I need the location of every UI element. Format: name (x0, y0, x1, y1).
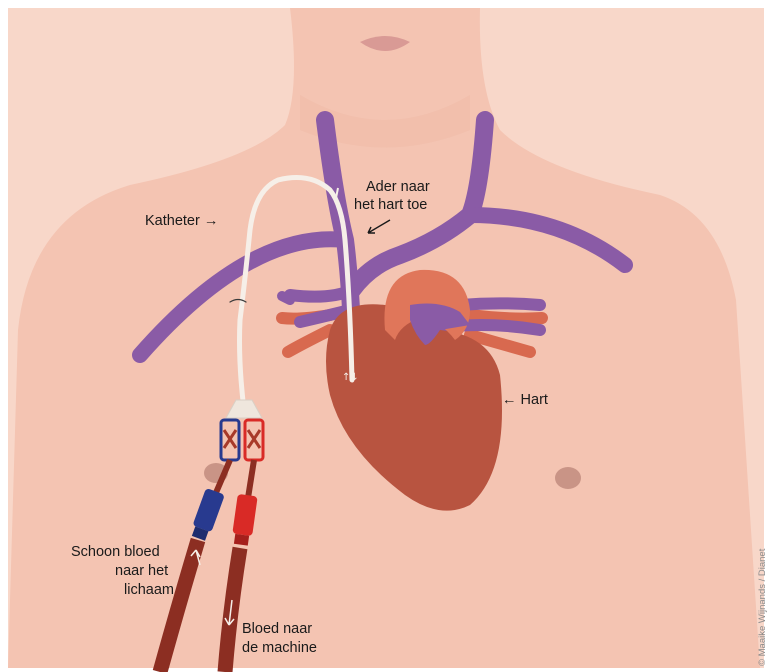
heart-label: ← Hart (502, 391, 548, 409)
credit-text: © Maaike Wijnands / Dianet (757, 549, 768, 666)
right-nipple (555, 467, 581, 489)
to-machine-line2: de machine (242, 639, 317, 657)
catheter-label: Katheter → (145, 212, 218, 230)
to-machine-line1: Bloed naar (242, 620, 312, 638)
vein-label-line2: het hart toe (354, 196, 427, 214)
flow-arrows-icon: ↑↓ (342, 372, 359, 383)
clean-blood-line2: naar het (115, 562, 168, 580)
vein-label-line1: Ader naar (366, 178, 430, 196)
clean-blood-line1: Schoon bloed (71, 543, 160, 561)
clean-blood-line3: lichaam (124, 581, 174, 599)
